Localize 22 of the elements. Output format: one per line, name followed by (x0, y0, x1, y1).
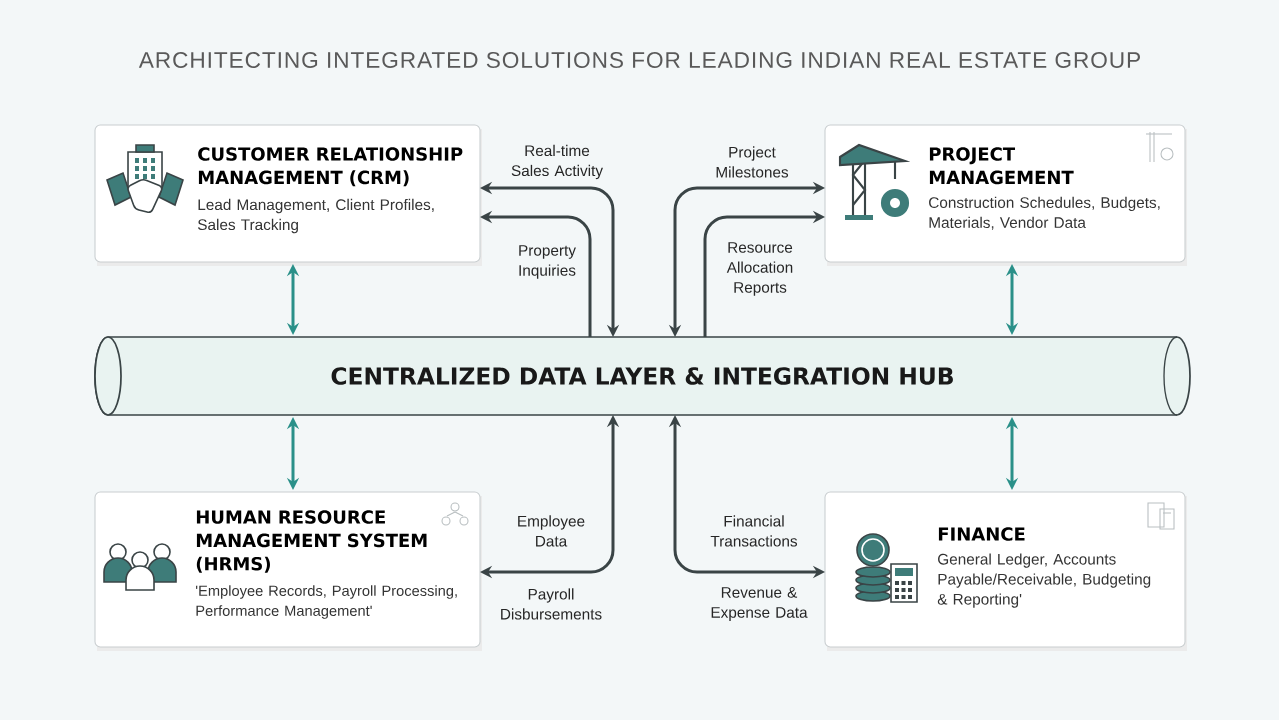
edge-label: Property Inquiries (519, 245, 576, 279)
edge-label: Project Milestones (716, 146, 789, 178)
flow-caption: Payroll Disbursements (501, 588, 602, 620)
edge-label: Real-time Sales Activity (511, 144, 603, 180)
system-card (94, 491, 482, 651)
edge-label: Financial Transactions (710, 515, 798, 547)
edge-label: Employee Data (518, 515, 585, 547)
card-text: General Ledger, Accounts Payable/Receivable, Budgeting & Reporting' (937, 553, 1151, 608)
card-heading: PROJECT MANAGEMENT (929, 147, 1074, 185)
title: ARCHITECTING INTEGRATED SOLUTIONS FOR LEADING INDIAN REAL ESTATE GROUP (138, 51, 1140, 69)
flow-caption: Revenue & Expense Data (711, 587, 808, 621)
cylinder: CENTRALIZED DATA LAYER & INTEGRATION HUB (94, 336, 1191, 416)
card-text: 'Employee Records, Payroll Processing, Performance Management' (196, 585, 457, 619)
system-card (824, 124, 1187, 266)
card-heading: CUSTOMER RELATIONSHIP MANAGEMENT (CRM) (198, 147, 463, 187)
card-heading: HUMAN RESOURCE MANAGEMENT SYSTEM (HRMS) (196, 510, 427, 573)
card-text: Lead Management, Client Profiles, Sales Tracking (197, 198, 434, 234)
edge-label: Resource Allocation Reports (726, 242, 793, 296)
card-heading: FINANCE (938, 527, 1025, 541)
system-card (824, 491, 1187, 651)
system-card (94, 124, 482, 266)
card-text: Construction Schedules, Budgets, Materials, Vendor Data (929, 196, 1160, 230)
